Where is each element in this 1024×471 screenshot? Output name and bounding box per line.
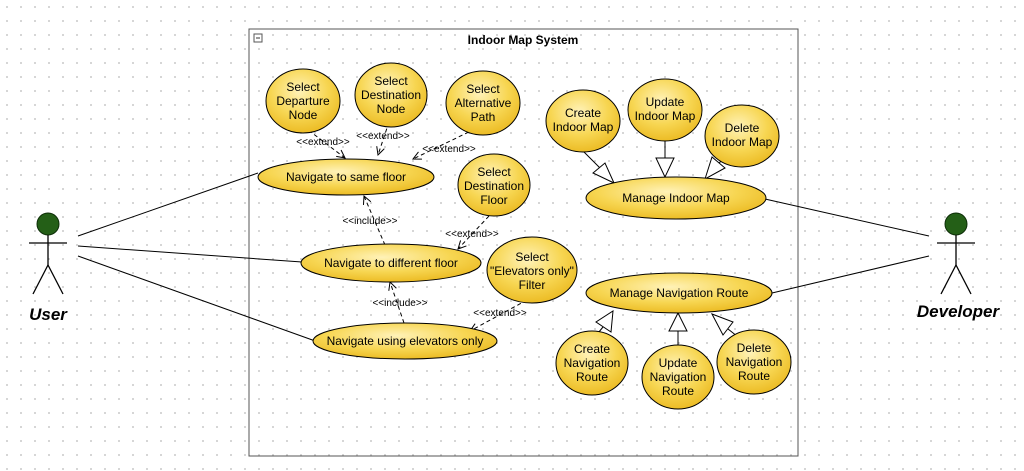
use-case-select-destination-node[interactable]: Select Destination Node: [354, 62, 428, 128]
developer-associations: [764, 198, 930, 294]
use-case-manage-navigation-route[interactable]: Manage Navigation Route: [585, 272, 773, 314]
svg-text:Navigation: Navigation: [564, 356, 621, 370]
svg-text:Indoor Map: Indoor Map: [553, 120, 614, 134]
use-case-select-destination-floor[interactable]: Select Destination Floor: [457, 153, 531, 217]
svg-text:Path: Path: [471, 110, 496, 124]
svg-text:Select: Select: [466, 82, 500, 96]
system-boundary: [248, 28, 799, 457]
include-label-2: <<include>>: [372, 298, 427, 309]
svg-text:Filter: Filter: [519, 278, 546, 292]
svg-text:Navigate to different floor: Navigate to different floor: [324, 256, 458, 270]
system-title: Indoor Map System: [468, 33, 579, 47]
svg-text:Route: Route: [576, 370, 608, 384]
actor-developer-label: Developer: [917, 302, 1001, 321]
svg-text:Select: Select: [374, 74, 408, 88]
svg-text:Delete: Delete: [737, 341, 772, 355]
actor-user[interactable]: User: [29, 212, 68, 324]
svg-text:Navigate to same floor: Navigate to same floor: [286, 170, 406, 184]
svg-text:Node: Node: [289, 108, 318, 122]
use-case-update-indoor-map[interactable]: Update Indoor Map: [627, 78, 703, 142]
svg-text:Indoor Map: Indoor Map: [635, 109, 696, 123]
actor-developer-body-icon: [937, 235, 975, 295]
actor-user-body-icon: [29, 235, 67, 295]
extend-label-1: <<extend>>: [296, 137, 350, 148]
svg-text:Select: Select: [286, 80, 320, 94]
svg-text:Departure: Departure: [276, 94, 330, 108]
svg-text:Delete: Delete: [725, 121, 760, 135]
include-label-1: <<include>>: [342, 216, 397, 227]
svg-text:"Elevators only": "Elevators only": [490, 264, 574, 278]
use-case-navigate-different-floor[interactable]: Navigate to different floor: [300, 243, 482, 283]
svg-text:Alternative: Alternative: [455, 96, 512, 110]
use-case-delete-indoor-map[interactable]: Delete Indoor Map: [704, 104, 780, 168]
use-case-manage-indoor-map[interactable]: Manage Indoor Map: [585, 176, 767, 220]
svg-text:Floor: Floor: [480, 193, 507, 207]
use-case-create-navigation-route[interactable]: Create Navigation Route: [555, 330, 629, 396]
svg-text:Create: Create: [574, 342, 610, 356]
svg-text:Indoor Map: Indoor Map: [712, 135, 773, 149]
use-case-create-indoor-map[interactable]: Create Indoor Map: [545, 89, 621, 153]
actor-user-label: User: [29, 305, 68, 324]
actor-user-head-icon: [36, 212, 60, 236]
actor-developer[interactable]: Developer: [917, 212, 1001, 321]
svg-text:Route: Route: [662, 384, 694, 398]
svg-text:Navigate using elevators only: Navigate using elevators only: [327, 334, 484, 348]
svg-text:Select: Select: [477, 165, 511, 179]
svg-text:Route: Route: [738, 369, 770, 383]
svg-text:Destination: Destination: [464, 179, 524, 193]
actor-developer-head-icon: [944, 212, 968, 236]
extend-label-4: <<extend>>: [445, 229, 499, 240]
use-case-delete-navigation-route[interactable]: Delete Navigation Route: [716, 329, 792, 395]
svg-text:Node: Node: [377, 102, 406, 116]
user-associations: [77, 172, 319, 343]
svg-text:Navigation: Navigation: [650, 370, 707, 384]
svg-text:Select: Select: [515, 250, 549, 264]
svg-text:Manage Navigation Route: Manage Navigation Route: [610, 286, 749, 300]
use-case-navigate-elevators-only[interactable]: Navigate using elevators only: [312, 322, 498, 360]
use-case-select-elevators-filter[interactable]: Select "Elevators only" Filter: [486, 236, 578, 304]
use-case-select-alternative-path[interactable]: Select Alternative Path: [445, 70, 521, 136]
svg-text:Destination: Destination: [361, 88, 421, 102]
extend-label-5: <<extend>>: [473, 308, 527, 319]
svg-text:Navigation: Navigation: [726, 355, 783, 369]
svg-text:Create: Create: [565, 106, 601, 120]
extend-label-2: <<extend>>: [356, 131, 410, 142]
extend-label-3: <<extend>>: [422, 144, 476, 155]
svg-text:Update: Update: [646, 95, 685, 109]
use-case-update-navigation-route[interactable]: Update Navigation Route: [641, 344, 715, 410]
svg-text:Update: Update: [659, 356, 698, 370]
generalizations: [582, 140, 743, 349]
svg-text:Manage Indoor Map: Manage Indoor Map: [622, 191, 730, 205]
use-case-navigate-same-floor[interactable]: Navigate to same floor: [257, 158, 435, 196]
use-case-select-departure-node[interactable]: Select Departure Node: [265, 68, 341, 134]
